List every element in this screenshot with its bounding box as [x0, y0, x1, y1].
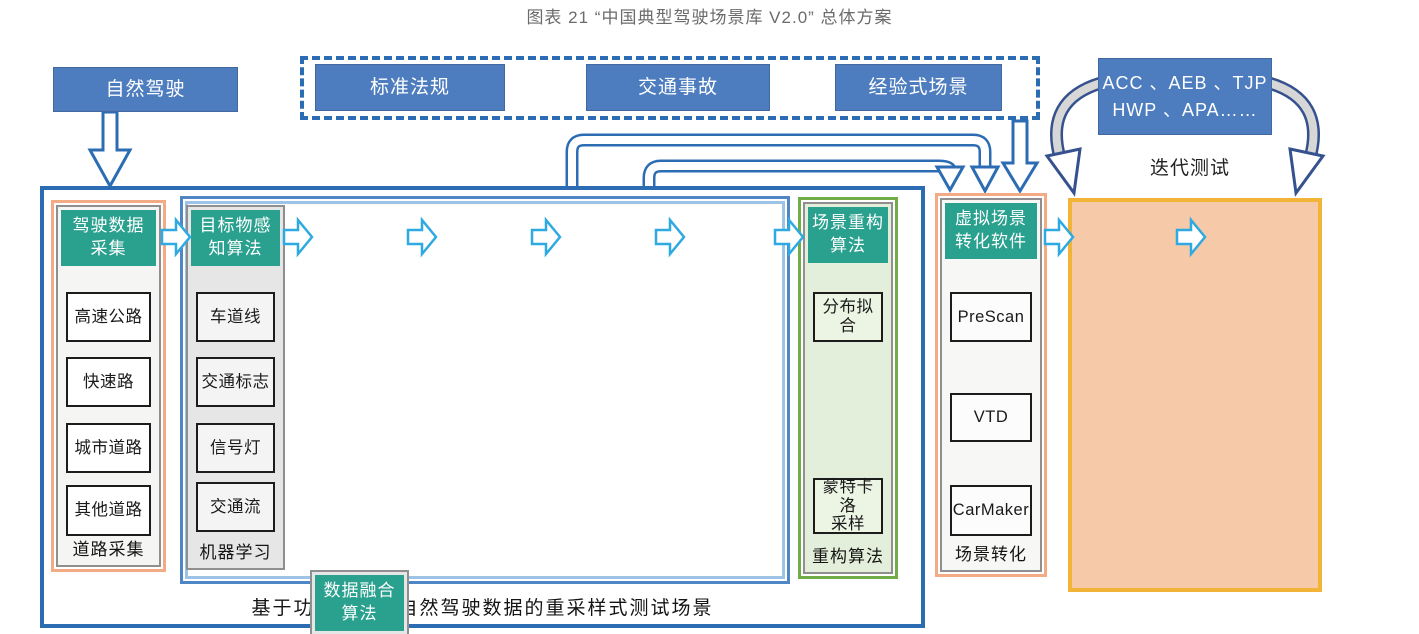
chevron-arrow-0: [160, 216, 192, 258]
bottom-caption: 基于功能定义与自然驾驶数据的重采样式测试场景: [251, 598, 714, 619]
item-box-data-collection-0: 高速公路: [66, 292, 151, 342]
item-box-data-collection-3: 其他道路: [66, 485, 151, 536]
item-box-virtual-conversion-0: PreScan: [950, 292, 1032, 342]
item-box-scene-reconstruction-1: 蒙特卡洛 采样: [813, 478, 883, 534]
algorithm-pipeline-container: [180, 196, 790, 584]
item-box-virtual-conversion-1: VTD: [950, 393, 1032, 442]
column-header-data-collection: 驾驶数据 采集: [61, 210, 156, 266]
item-box-data-collection-2: 城市道路: [66, 423, 151, 473]
swoosh-arrow-right: [1266, 76, 1326, 197]
column-header-virtual-conversion: 虚拟场景 转化软件: [945, 203, 1037, 259]
elbow-arrow-inner: [642, 159, 966, 194]
column-footer-data-collection: 道路采集: [72, 540, 145, 559]
adas-functions-box: ACC 、AEB 、TJP HWP 、APA……: [1098, 58, 1272, 135]
down-arrow-sources: [1000, 119, 1040, 194]
iteration-test-label: 迭代测试: [1149, 157, 1230, 179]
item-box-object-perception-1: 交通标志: [196, 357, 275, 407]
swoosh-arrow-left: [1044, 76, 1104, 197]
chevron-arrow-1: [282, 216, 314, 258]
column-object-perception: 目标物感 知算法车道线交通标志信号灯交通流机器学习: [186, 205, 285, 570]
chevron-arrow-6: [1043, 216, 1075, 258]
column-header-data-fusion: 数据融合 算法: [315, 575, 404, 631]
column-footer-virtual-conversion: 场景转化: [955, 545, 1027, 564]
column-header-scene-reconstruction: 场景重构 算法: [808, 207, 888, 263]
scenario-sources-group: [300, 56, 1040, 120]
source-box-empirical: 经验式场景: [835, 64, 1002, 111]
item-box-data-collection-1: 快速路: [66, 357, 151, 407]
column-data-fusion: 数据融合 算法摄像头MobileyeRader数据融合: [310, 570, 409, 634]
column-data-collection: 驾驶数据 采集高速公路快速路城市道路其他道路道路采集: [51, 200, 166, 572]
elbow-arrow-outer: [565, 133, 1001, 195]
source-box-accidents: 交通事故: [586, 64, 770, 111]
item-box-object-perception-0: 车道线: [196, 292, 275, 342]
item-box-scene-reconstruction-0: 分布拟合: [813, 292, 883, 342]
column-scene-reconstruction: 场景重构 算法分布拟合蒙特卡洛 采样重构算法: [798, 197, 898, 579]
chevron-arrow-4: [654, 216, 686, 258]
down-arrow-natural-driving: [87, 110, 133, 190]
chevron-arrow-5: [773, 216, 805, 258]
chevron-arrow-3: [530, 216, 562, 258]
column-footer-scene-reconstruction: 重构算法: [812, 547, 884, 566]
test-evaluation-container: [1068, 198, 1322, 592]
column-footer-object-perception: 机器学习: [199, 543, 272, 562]
item-box-virtual-conversion-2: CarMaker: [950, 485, 1032, 536]
column-header-object-perception: 目标物感 知算法: [191, 210, 280, 266]
resampling-test-container: [40, 186, 925, 628]
chevron-arrow-7: [1175, 216, 1207, 258]
source-box-standards: 标准法规: [315, 64, 505, 111]
natural-driving-box: 自然驾驶: [53, 67, 238, 112]
item-box-object-perception-3: 交通流: [196, 482, 275, 532]
item-box-object-perception-2: 信号灯: [196, 423, 275, 473]
column-inner-scene-reconstruction: 场景重构 算法分布拟合蒙特卡洛 采样重构算法: [803, 202, 893, 574]
chevron-arrow-2: [406, 216, 438, 258]
diagram-title: 图表 21 “中国典型驾驶场景库 V2.0” 总体方案: [526, 8, 893, 27]
column-inner-data-collection: 驾驶数据 采集高速公路快速路城市道路其他道路道路采集: [56, 205, 161, 567]
